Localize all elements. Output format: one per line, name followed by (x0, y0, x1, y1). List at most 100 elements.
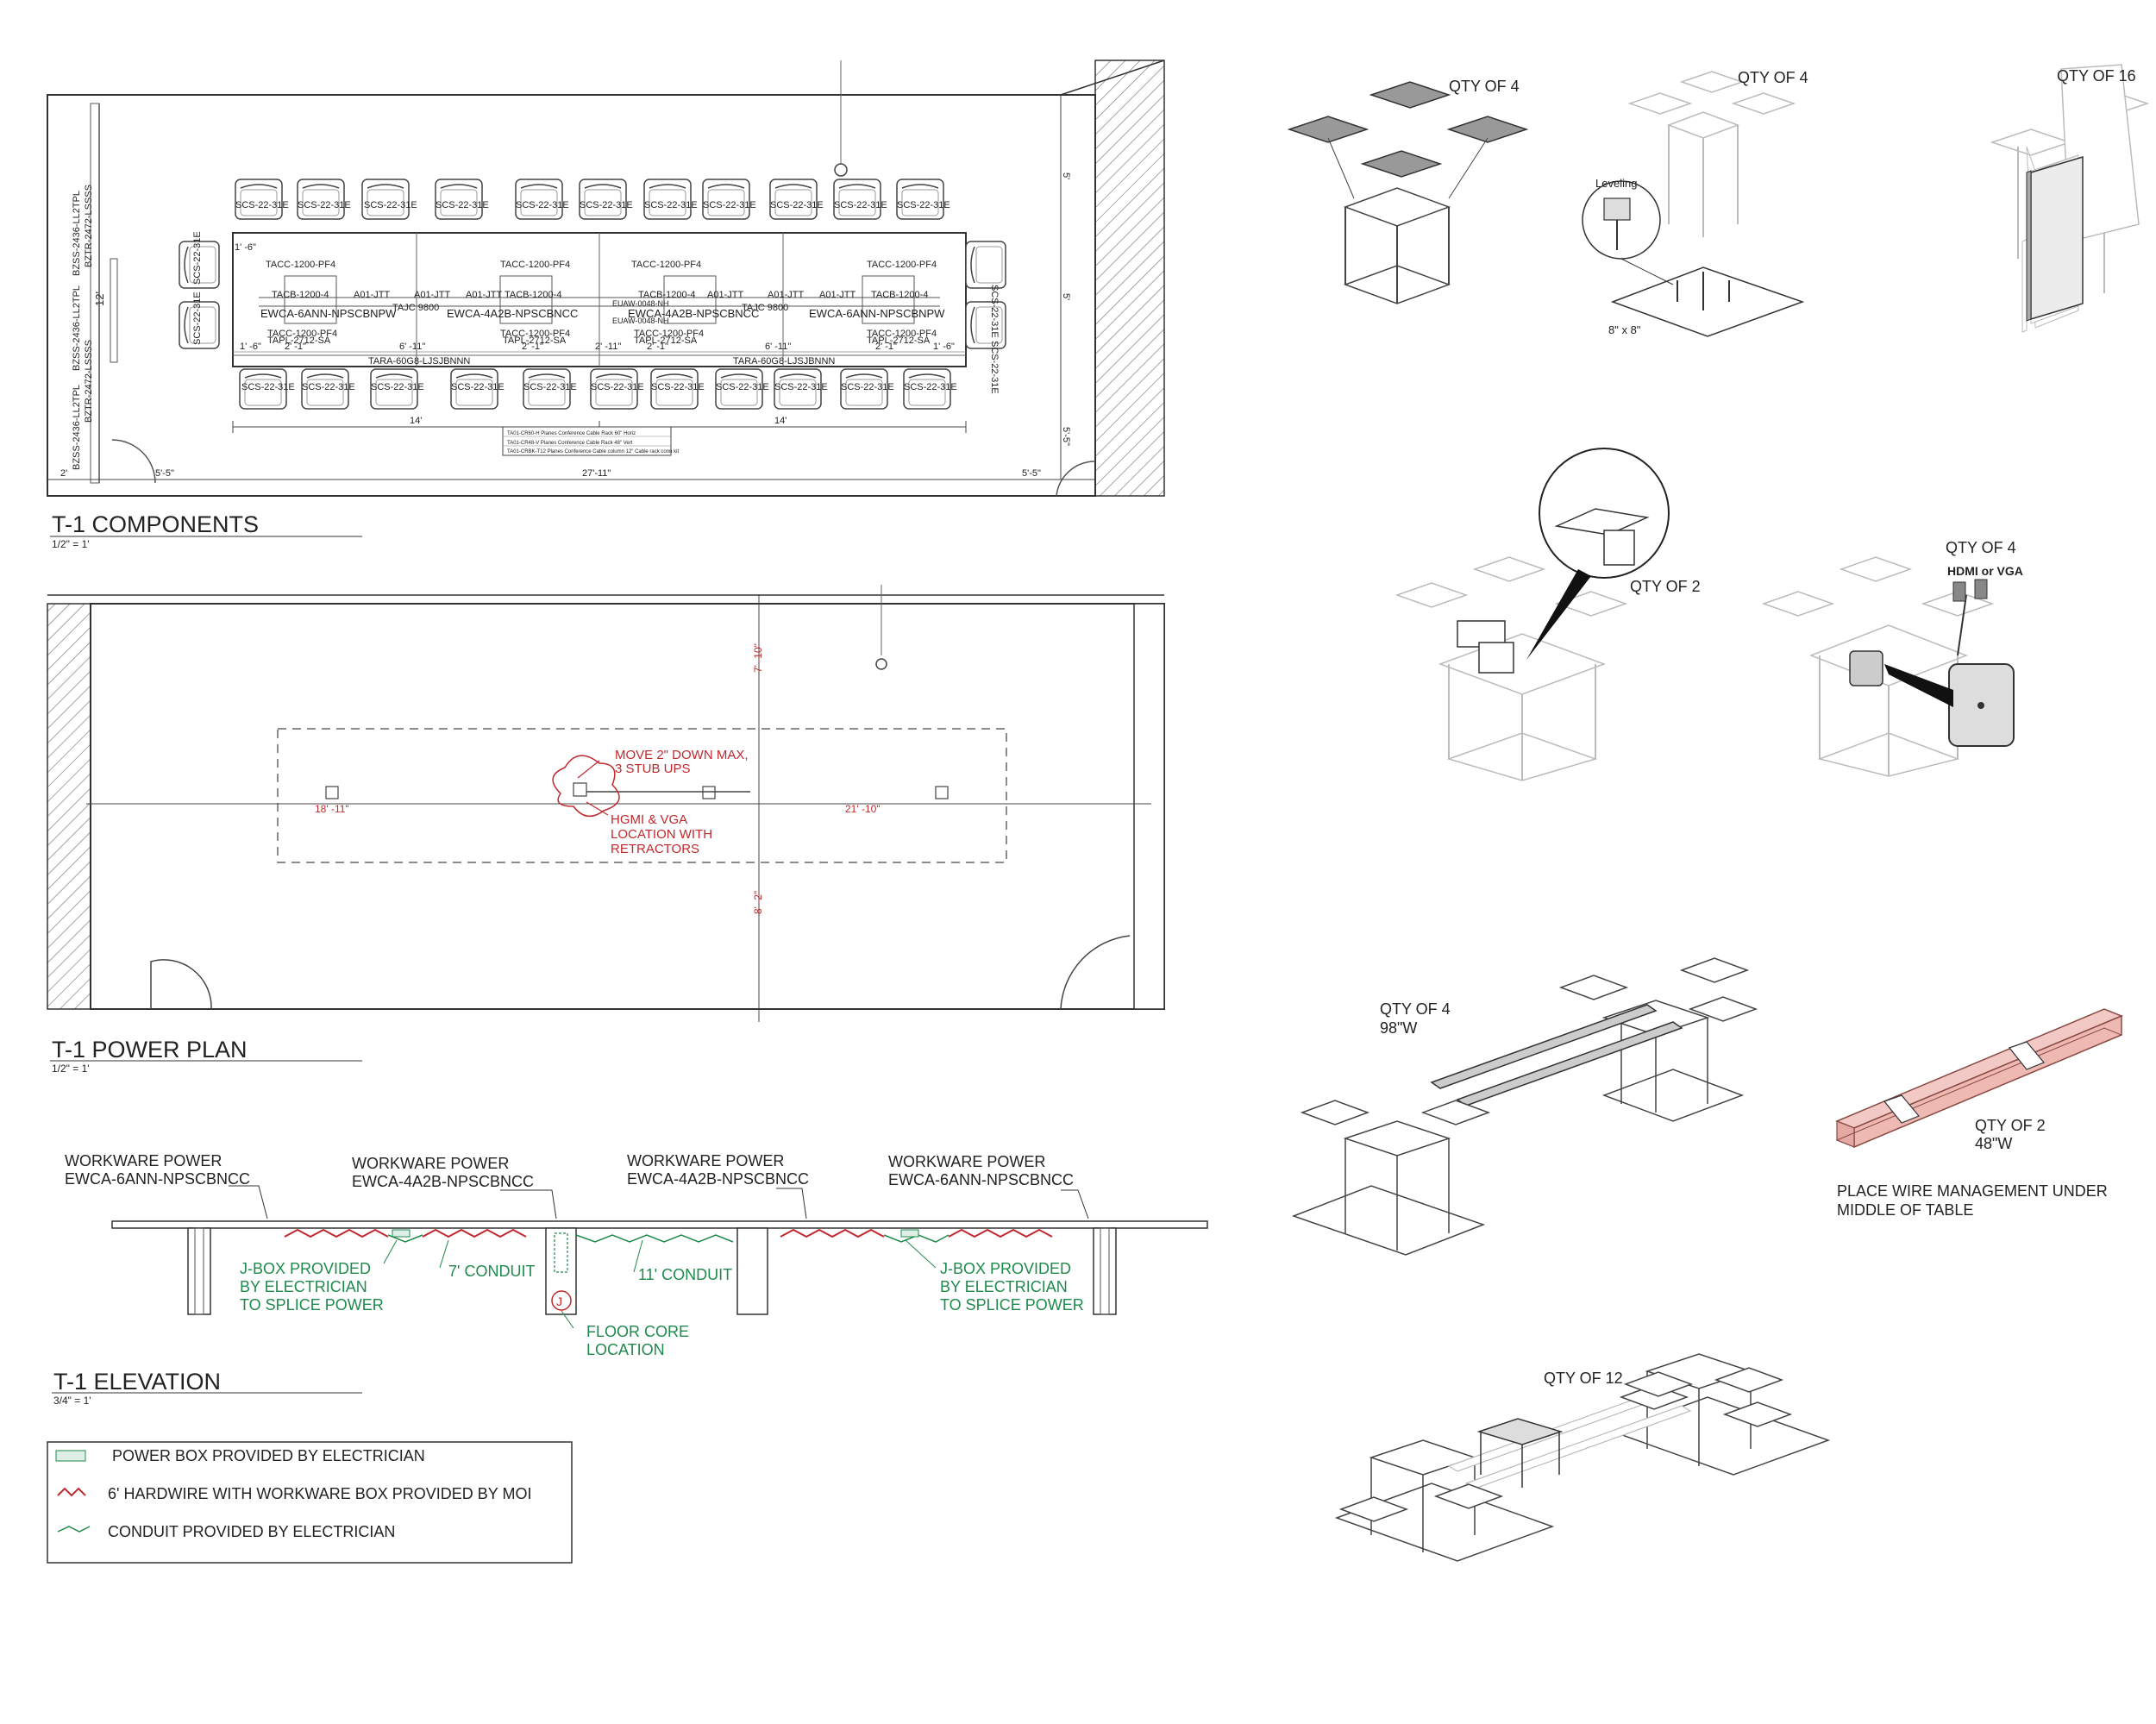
floor-core-note: FLOOR CORE (586, 1323, 689, 1340)
side-code: BZSS-2436-LL2TPL (72, 191, 82, 276)
jbox-note: TO SPLICE POWER (240, 1296, 384, 1313)
column-rail-assembly (1291, 957, 1757, 1256)
part-code: TACC-1200-PF4 (500, 260, 570, 270)
power-label-title: WORKWARE POWER (888, 1153, 1045, 1170)
jbox-note: J-BOX PROVIDED (940, 1260, 1071, 1277)
chair-label: SCS-22-31E (436, 200, 489, 210)
part-code: TAPL-2712-SA (267, 335, 331, 346)
part-code: EUAW-0048-NH (612, 299, 669, 308)
hdmi-box-assembly-qty4 (1761, 556, 2015, 777)
jbox-note: TO SPLICE POWER (940, 1296, 1084, 1313)
part-code: TACC-1200-PF4 (631, 260, 701, 270)
part-code: EWCA-6ANN-NPSCBNPW (260, 307, 397, 320)
chair-label: SCS-22-31E (770, 200, 824, 210)
chair-label: SCS-22-31E (834, 200, 887, 210)
qty-callout: QTY OF 2 (1630, 578, 1701, 595)
conduit-label: 7' CONDUIT (448, 1263, 535, 1280)
dimension: 5' (1061, 293, 1071, 300)
chair-label: SCS-22-31E (591, 382, 644, 392)
part-code: TACC-1200-PF4 (634, 329, 704, 339)
part-code: TACC-1200-PF4 (267, 329, 337, 339)
part-code: TACB-1200-4 (871, 290, 928, 300)
power-plan-labels: MOVE 2" DOWN MAX, 3 STUB UPS HGMI & VGA … (315, 643, 881, 914)
qty-callout: QTY OF 4 (1380, 1000, 1451, 1018)
power-note: MOVE 2" DOWN MAX, (615, 748, 749, 762)
dimension: 2' (60, 468, 67, 479)
power-label-code: EWCA-4A2B-NPSCBNCC (352, 1173, 534, 1190)
chair-label: SCS-22-31E (516, 200, 569, 210)
qty-callout: QTY OF 16 (2057, 67, 2136, 85)
power-note: 3 STUB UPS (615, 762, 691, 776)
chair-label: SCS-22-31E (774, 382, 828, 392)
dimension: 18' -11" (315, 803, 349, 815)
jbox-note: BY ELECTRICIAN (940, 1278, 1068, 1295)
dimension: 8' -2" (752, 891, 764, 914)
legend-swatch-box (55, 1450, 86, 1462)
part-code: TACC-1200-PF4 (867, 260, 937, 270)
part-code: TACB-1200-4 (638, 290, 695, 300)
part-code: TAJC 9800 (742, 303, 788, 313)
detail-label: Leveling (1595, 177, 1637, 190)
qty-callout: QTY OF 4 (1738, 69, 1808, 86)
power-label-code: EWCA-6ANN-NPSCBNCC (65, 1170, 250, 1188)
wire-management-tray (1835, 1008, 2123, 1149)
detail-note: MIDDLE OF TABLE (1837, 1201, 1973, 1219)
power-label-title: WORKWARE POWER (627, 1152, 784, 1169)
qty-callout: QTY OF 4 (1449, 78, 1520, 95)
dimension: 1' -6" (235, 242, 256, 253)
power-label-title: WORKWARE POWER (65, 1152, 222, 1169)
chair-label: SCS-22-31E (192, 231, 203, 285)
part-code: A01-JTT (707, 290, 743, 300)
dimension: 5'-5" (1022, 468, 1041, 479)
part-code: TACB-1200-4 (272, 290, 329, 300)
chair-label: SCS-22-31E (716, 382, 769, 392)
dimension: 1' -6" (933, 342, 955, 352)
qty-callout: 48"W (1975, 1135, 2012, 1152)
part-code: TAJC 9800 (392, 303, 439, 313)
part-code: EUAW-0048-NH (612, 317, 669, 325)
legend-label: CONDUIT PROVIDED BY ELECTRICIAN (108, 1523, 395, 1540)
section-title: T-1 ELEVATION (53, 1369, 221, 1395)
qty-callout: 98"W (1380, 1019, 1417, 1037)
schedule-row: TA01-CR60-H Planes Conference Cable Rack… (507, 431, 636, 436)
chair-label: SCS-22-31E (897, 200, 950, 210)
qty-callout: QTY OF 4 (1946, 539, 2016, 556)
dimension: 5' (1061, 172, 1071, 179)
detail-label: HDMI or VGA (1947, 564, 2023, 578)
section-scale: 3/4" = 1' (53, 1395, 91, 1407)
dimension: 7' -10" (752, 643, 764, 673)
dimension: 14' (410, 416, 422, 426)
chair-label: SCS-22-31E (703, 200, 756, 210)
part-code: TARA-60G8-LJSJBNNN (733, 356, 835, 367)
part-code: A01-JTT (414, 290, 450, 300)
conduit-label: 11' CONDUIT (638, 1266, 732, 1283)
jbox-note: J-BOX PROVIDED (240, 1260, 371, 1277)
detail-note: PLACE WIRE MANAGEMENT UNDER (1837, 1182, 2108, 1200)
chair-label: SCS-22-31E (235, 200, 289, 210)
dimension: 27'-11" (582, 468, 611, 479)
jbox-note: BY ELECTRICIAN (240, 1278, 367, 1295)
dimension: 6' -11" (399, 342, 425, 352)
dimension: 5'-5" (1061, 427, 1071, 446)
frame-assembly-qty4 (1287, 81, 1529, 304)
legend-label: POWER BOX PROVIDED BY ELECTRICIAN (112, 1447, 425, 1464)
j-marker: J (556, 1295, 562, 1308)
side-code: BZSS-2436-LL2TPL (72, 285, 82, 371)
dimension: 2' -11" (595, 342, 621, 352)
dimension: 21' -10" (845, 803, 881, 815)
chair-label: SCS-22-31E (371, 382, 424, 392)
wall-dimension: 12' (93, 292, 106, 306)
dimension: 1' -6" (240, 342, 261, 352)
chair-label: SCS-22-31E (364, 200, 417, 210)
dimension: 2' -1" (875, 342, 897, 352)
chair-label: SCS-22-31E (989, 341, 1000, 394)
part-code: TAPL-2712-SA (634, 335, 698, 346)
dimension: 2' -1" (647, 342, 668, 352)
side-code: BZSS-2436-LL2TPL (72, 385, 82, 470)
section-scale: 1/2" = 1' (52, 1063, 90, 1075)
elevation (111, 1185, 1208, 1329)
power-label-title: WORKWARE POWER (352, 1155, 509, 1172)
chair-label: SCS-22-31E (302, 382, 355, 392)
part-code: TARA-60G8-LJSJBNNN (368, 356, 470, 367)
